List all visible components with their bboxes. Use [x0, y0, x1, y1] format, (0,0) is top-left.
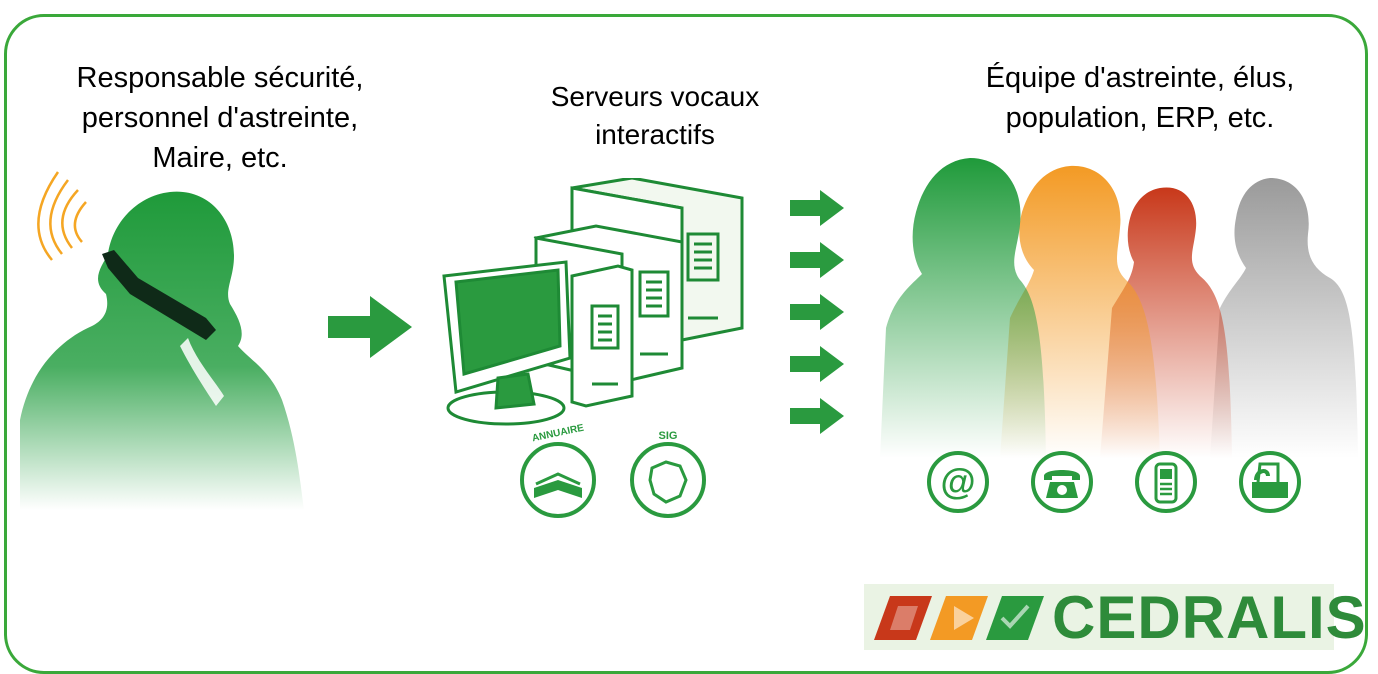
recipients-caption: Équipe d'astreinte, élus, population, ER…: [940, 58, 1340, 138]
gis-badge-label: SIG: [658, 430, 678, 442]
servers-caption-line-1: Serveurs vocaux: [550, 81, 760, 112]
cedralis-logo-icon: [874, 596, 1044, 640]
recipients-caption-line-1: Équipe d'astreinte, élus,: [985, 62, 1295, 94]
servers-caption: Serveurs vocaux interactifs: [490, 78, 820, 154]
fax-icon: [1239, 451, 1301, 513]
servers-caption-line-2: interactifs: [595, 119, 715, 150]
caller-caption-line-3: Maire, etc.: [152, 142, 288, 174]
arrow-right-icon: [328, 296, 412, 358]
mobile-phone-icon: [1135, 451, 1197, 513]
telephone-icon: [1031, 451, 1093, 513]
directory-badge-icon: [520, 442, 596, 518]
caller-caption-line-2: personnel d'astreinte,: [81, 102, 359, 134]
svg-text:@: @: [940, 461, 975, 502]
caller-silhouette-icon: [20, 171, 304, 510]
caller-caption: Responsable sécurité, personnel d'astrei…: [30, 58, 410, 178]
cedralis-logo-text: CEDRALIS: [1052, 584, 1367, 651]
voice-servers-icon: [442, 178, 744, 426]
gis-badge-icon: [630, 442, 706, 518]
email-icon: @: [927, 451, 989, 513]
recipients-caption-line-2: population, ERP, etc.: [1005, 102, 1275, 134]
arrows-fan-icon: [790, 190, 844, 434]
recipients-group-icon: [880, 158, 1358, 458]
caller-caption-line-1: Responsable sécurité,: [76, 62, 364, 94]
